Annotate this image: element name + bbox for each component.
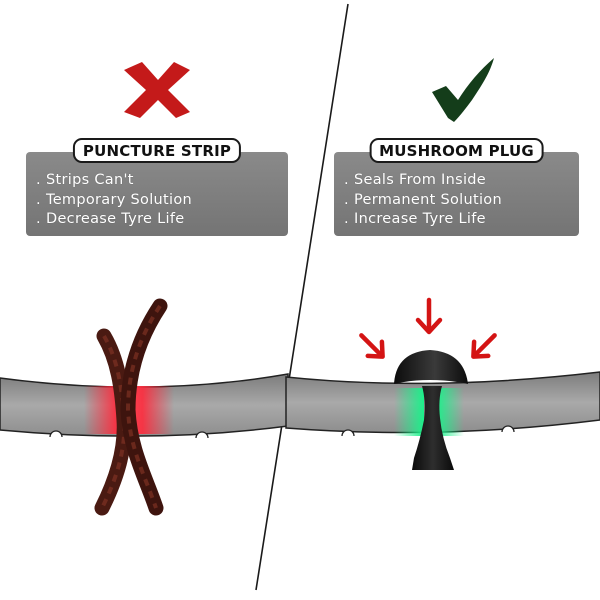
list-item: .Strips Can't (36, 172, 134, 188)
list-item: .Increase Tyre Life (344, 211, 486, 227)
panel-title: MUSHROOM PLUG (369, 138, 544, 163)
arrow-down-right-icon (359, 333, 385, 359)
puncture-strip (94, 298, 168, 516)
panel-background (26, 152, 288, 236)
cross-icon (124, 62, 190, 118)
tyre-section-right (285, 371, 600, 437)
arrow-down-icon (415, 297, 443, 335)
check-icon (432, 58, 494, 122)
panel-title: PUNCTURE STRIP (72, 138, 242, 163)
list-item: .Permanent Solution (344, 191, 502, 208)
panel-background (334, 152, 579, 236)
puncture-strip-panel: PUNCTURE STRIP .Strips Can't .Temporary … (26, 138, 288, 236)
list-item: .Temporary Solution (36, 191, 192, 208)
mushroom-plug (394, 350, 468, 470)
feature-list: .Strips Can't .Temporary Solution .Decre… (36, 171, 192, 230)
mushroom-plug-panel: MUSHROOM PLUG .Seals From Inside .Perman… (334, 138, 579, 236)
divider-line (255, 3, 349, 591)
tyre-section-left (0, 373, 289, 442)
list-item: .Seals From Inside (344, 172, 487, 188)
feature-list: .Seals From Inside .Permanent Solution .… (344, 171, 502, 230)
list-item: .Decrease Tyre Life (36, 211, 185, 227)
arrow-down-left-icon (471, 333, 497, 359)
